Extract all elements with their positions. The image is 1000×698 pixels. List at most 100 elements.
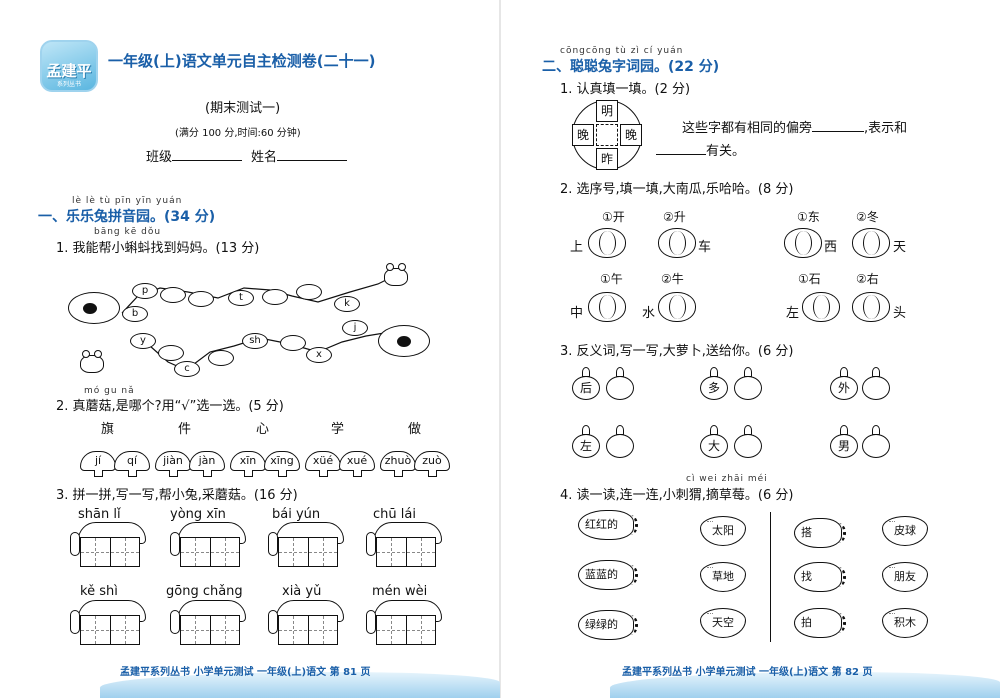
pinyin-word: kě shì bbox=[80, 584, 118, 599]
hedgehog-word[interactable]: 蓝蓝的 bbox=[578, 560, 638, 590]
strawberry-word[interactable]: 草地 bbox=[700, 562, 746, 592]
radish-given: 左 bbox=[572, 434, 600, 458]
mushroom-leg bbox=[366, 610, 376, 634]
option-1: ①开 bbox=[602, 210, 625, 224]
exam-subtitle: (期末测试一) bbox=[205, 101, 281, 116]
brand-logo-sub: 系列丛书 bbox=[56, 81, 81, 88]
radish-leaf-icon bbox=[840, 367, 848, 377]
hedgehog-word[interactable]: 红红的 bbox=[578, 510, 638, 540]
class-field[interactable]: 班级 bbox=[146, 146, 243, 165]
bubble-sh[interactable]: sh bbox=[242, 333, 268, 349]
bubble-blank-5[interactable] bbox=[158, 345, 184, 361]
bubble-blank-6[interactable] bbox=[280, 335, 306, 351]
mushroom-leg bbox=[170, 610, 180, 634]
mushroom-option[interactable]: xüé bbox=[305, 451, 341, 471]
writing-grid[interactable] bbox=[180, 615, 240, 645]
strawberry-word[interactable]: 积木 bbox=[882, 608, 928, 638]
pinyin-word: mén wèi bbox=[372, 584, 428, 599]
bubble-blank-4[interactable] bbox=[296, 284, 322, 300]
strawberry-word[interactable]: 朋友 bbox=[882, 562, 928, 592]
pumpkin-blank[interactable] bbox=[852, 292, 890, 322]
radish-blank[interactable] bbox=[734, 376, 762, 400]
pinyin-word: gōng chǎng bbox=[166, 584, 243, 599]
radish-blank[interactable] bbox=[862, 434, 890, 458]
radish-blank[interactable] bbox=[606, 376, 634, 400]
pinyin-word: bái yún bbox=[272, 507, 321, 522]
hedgehog-word[interactable]: 搭 bbox=[794, 518, 846, 548]
q2-char: 学 bbox=[331, 422, 345, 437]
bubble-x[interactable]: x bbox=[306, 347, 332, 363]
frog-mother-left bbox=[80, 350, 104, 373]
writing-grid[interactable] bbox=[376, 537, 436, 567]
option-1: ①石 bbox=[798, 272, 821, 286]
bubble-t[interactable]: t bbox=[228, 290, 254, 306]
pumpkin-blank[interactable] bbox=[658, 292, 696, 322]
bubble-y[interactable]: y bbox=[130, 333, 156, 349]
pinyin-word: yòng xīn bbox=[170, 507, 226, 522]
strawberry-word[interactable]: 天空 bbox=[700, 608, 746, 638]
strawberry-word[interactable]: 皮球 bbox=[882, 516, 928, 546]
bubble-b[interactable]: b bbox=[122, 306, 148, 322]
frog-eye-icon bbox=[82, 350, 90, 358]
pumpkin-blank[interactable] bbox=[588, 292, 626, 322]
hedgehog-word[interactable]: 绿绿的 bbox=[578, 610, 638, 640]
pumpkin-blank[interactable] bbox=[784, 228, 822, 258]
q2-char: 做 bbox=[408, 422, 422, 437]
writing-grid[interactable] bbox=[180, 537, 240, 567]
exam-title: 一年级(上)语文单元自主检测卷(二十一) bbox=[108, 52, 376, 70]
bubble-k[interactable]: k bbox=[334, 296, 360, 312]
pinyin-word: shān lǐ bbox=[78, 507, 121, 522]
r-q1-sentence-c: 有关。 bbox=[656, 140, 745, 159]
strawberry-word[interactable]: 太阳 bbox=[700, 516, 746, 546]
pumpkin-blank[interactable] bbox=[852, 228, 890, 258]
mushroom-option[interactable]: xīn bbox=[230, 451, 266, 471]
hedgehog-word[interactable]: 拍 bbox=[794, 608, 846, 638]
meaning-blank[interactable] bbox=[656, 143, 706, 155]
pumpkin-blank[interactable] bbox=[658, 228, 696, 258]
mushroom-option[interactable]: jí bbox=[80, 451, 116, 471]
radish-blank[interactable] bbox=[862, 376, 890, 400]
name-blank[interactable] bbox=[277, 149, 348, 161]
bubble-blank-1[interactable] bbox=[160, 287, 186, 303]
bubble-p[interactable]: p bbox=[132, 283, 158, 299]
mushroom-option[interactable]: qí bbox=[114, 451, 150, 471]
option-2: ②升 bbox=[663, 210, 686, 224]
bubble-blank-2[interactable] bbox=[188, 291, 214, 307]
r-q2-text: 2. 选序号,填一填,大南瓜,乐哈哈。(8 分) bbox=[560, 182, 794, 197]
q4-divider bbox=[770, 512, 772, 642]
mushroom-leg bbox=[268, 532, 278, 556]
radish-blank[interactable] bbox=[606, 434, 634, 458]
radish-blank[interactable] bbox=[734, 434, 762, 458]
class-blank[interactable] bbox=[172, 149, 243, 161]
ring-center-blank[interactable] bbox=[596, 124, 618, 146]
writing-grid[interactable] bbox=[80, 537, 140, 567]
pumpkin-char: 上 bbox=[570, 240, 584, 255]
section1-pinyin: lè lè tù pīn yīn yuán bbox=[72, 196, 183, 206]
mushroom-option[interactable]: jiàn bbox=[155, 451, 191, 471]
name-field[interactable]: 姓名 bbox=[251, 146, 348, 165]
mushroom-option[interactable]: zhuò bbox=[380, 451, 416, 471]
writing-grid[interactable] bbox=[80, 615, 140, 645]
hedgehog-word[interactable]: 找 bbox=[794, 562, 846, 592]
mushroom-option[interactable]: zuò bbox=[414, 451, 450, 471]
writing-grid[interactable] bbox=[376, 615, 436, 645]
bubble-c[interactable]: c bbox=[174, 361, 200, 377]
writing-grid[interactable] bbox=[278, 615, 338, 645]
footer-scenery bbox=[610, 672, 1000, 698]
bubble-blank-7[interactable] bbox=[208, 350, 234, 366]
mushroom-option[interactable]: xīng bbox=[264, 451, 300, 471]
pumpkin-char: 中 bbox=[570, 306, 584, 321]
mushroom-option[interactable]: xué bbox=[339, 451, 375, 471]
ring-char-right: 晚 bbox=[620, 124, 642, 146]
r-q3-text: 3. 反义词,写一写,大萝卜,送给你。(6 分) bbox=[560, 344, 794, 359]
page-footer-right: 孟建平系列丛书 小学单元测试 一年级(上)语文 第 82 页 bbox=[622, 667, 873, 678]
bubble-j[interactable]: j bbox=[342, 320, 368, 336]
section2-pinyin: cōngcōng tù zì cí yuán bbox=[560, 46, 684, 56]
pumpkin-blank[interactable] bbox=[802, 292, 840, 322]
bubble-blank-3[interactable] bbox=[262, 289, 288, 305]
mushroom-option[interactable]: jàn bbox=[189, 451, 225, 471]
pumpkin-blank[interactable] bbox=[588, 228, 626, 258]
radical-blank[interactable] bbox=[812, 120, 865, 132]
writing-grid[interactable] bbox=[278, 537, 338, 567]
mushroom-stem bbox=[169, 470, 178, 477]
